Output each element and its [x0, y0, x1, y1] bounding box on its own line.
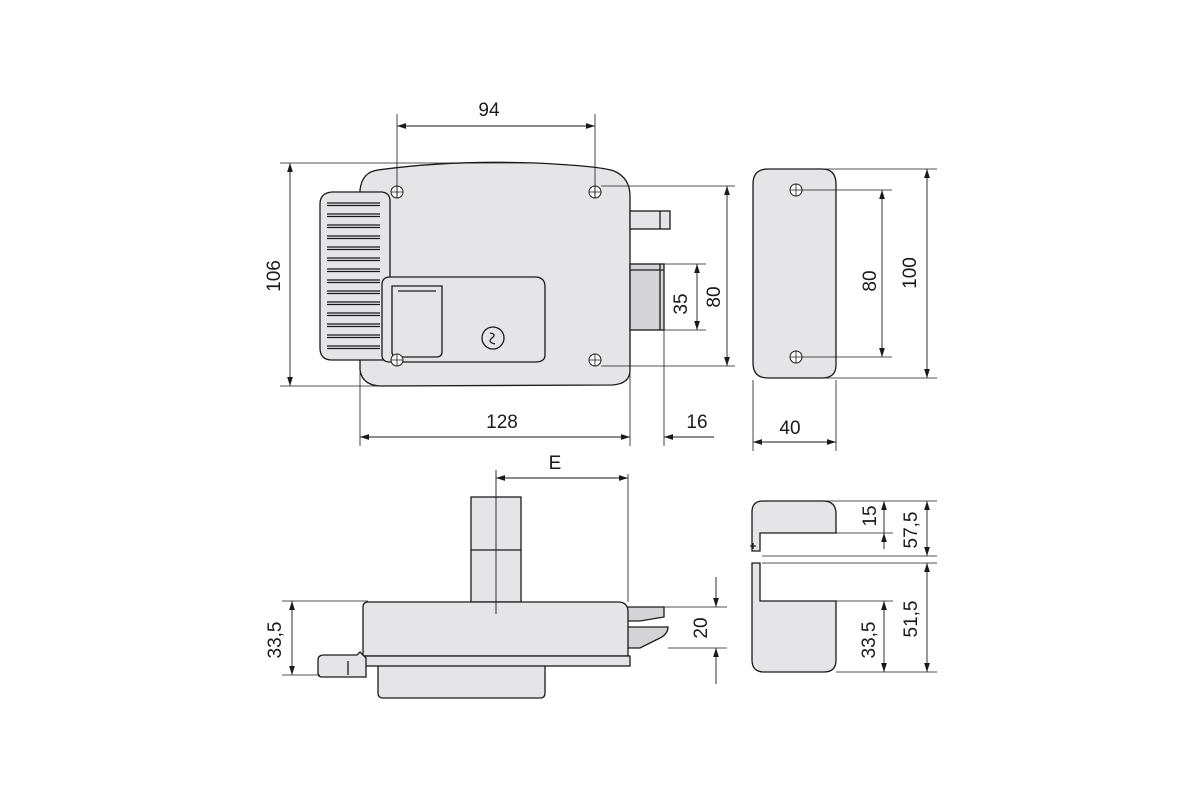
dim-label-80-side: 80: [860, 270, 881, 291]
key-cylinder-icon: [481, 326, 505, 350]
dim-label-e: E: [549, 453, 562, 474]
top-handle: [317, 651, 367, 678]
dim-label-15: 15: [860, 505, 881, 526]
side-body-outline: [752, 168, 837, 379]
top-latch: [625, 606, 665, 622]
dim-label-80: 80: [704, 286, 725, 307]
top-latch-wedge: [625, 626, 669, 649]
release-button: [391, 285, 443, 358]
dim-label-128: 128: [486, 412, 518, 433]
side-view: 80 100 40: [752, 168, 937, 451]
top-view: E 33,5 20: [265, 453, 727, 699]
dim-label-16: 16: [686, 412, 707, 433]
dim-label-106: 106: [264, 260, 285, 292]
dim-label-94: 94: [478, 100, 500, 121]
end-view: 15 57,5 33,5 51,5: [750, 500, 937, 673]
top-body-outline: [362, 601, 629, 657]
vent-cover: [319, 191, 391, 361]
dim-label-57-5: 57,5: [901, 512, 922, 549]
top-bottom-plate: [377, 664, 546, 699]
dim-label-40: 40: [779, 418, 800, 439]
end-upper-part: [751, 500, 837, 552]
top-base-strip: [362, 655, 631, 667]
dead-bolt: [629, 210, 671, 230]
end-lower-part: [751, 562, 837, 673]
dim-label-20: 20: [691, 617, 712, 638]
vent-slots: [327, 202, 380, 350]
dim-label-33-5-top: 33,5: [265, 622, 286, 659]
front-view: 94 106 128 16 35 80: [264, 100, 735, 446]
dim-label-100: 100: [900, 257, 921, 289]
dim-label-35: 35: [671, 293, 692, 314]
dim-label-51-5: 51,5: [901, 601, 922, 638]
latch-bolt: [629, 263, 665, 331]
dim-label-33-5-end: 33,5: [859, 622, 880, 659]
